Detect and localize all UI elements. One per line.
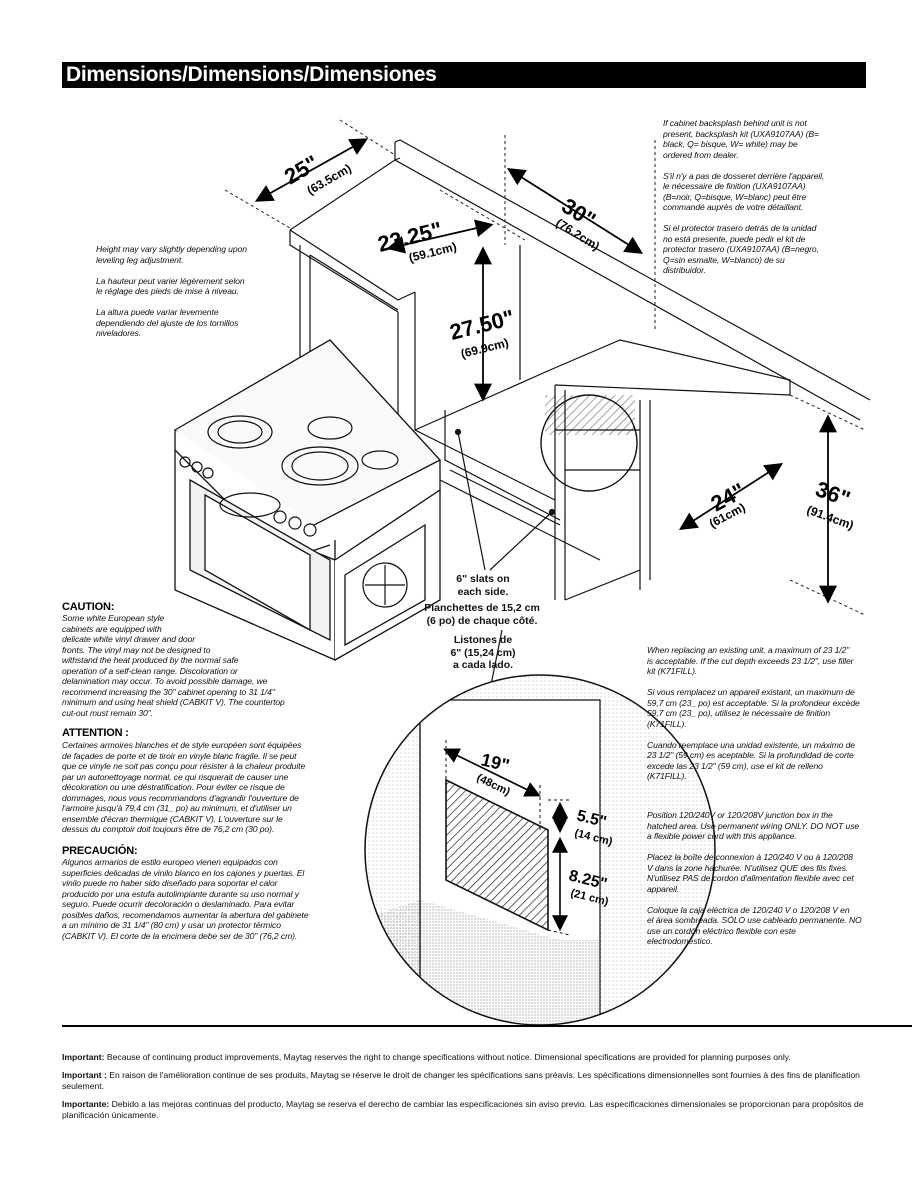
caution-text-fr: Certaines armoires blanches et de style … [62, 740, 306, 834]
caution-text-es: Algunos armarios de estilo europeo viene… [62, 857, 309, 941]
height-note: Height may vary slightly depending upon … [96, 244, 247, 338]
slats-label-es: Listones de 6" (15,24 cm) a cada lado. [450, 634, 516, 671]
cooktop-burners [179, 415, 399, 537]
replacing-note: When replacing an existing unit, a maxim… [647, 645, 860, 781]
footer-fr: Important : En raison de l'amélioration … [62, 1070, 898, 1091]
dim-counter-height-metric: (91.4cm) [805, 503, 856, 533]
range-appliance [173, 339, 442, 661]
backsplash-note: If cabinet backsplash behind unit is not… [663, 118, 825, 275]
footer-en: Important: Because of continuing product… [62, 1052, 898, 1063]
junction-box-detail: 19" (48cm) 5.5" (14 cm) 8.25" (21 cm) [364, 674, 716, 1026]
footer-text-en: Because of continuing product improvemen… [106, 1052, 791, 1062]
footer-es: Importante: Debido a las mejoras continu… [62, 1099, 898, 1120]
caution-heading-en: CAUTION: [62, 601, 115, 613]
dim-box-offset: 5.5" [575, 807, 608, 831]
footer-text-es: Debido a las mejoras continuas del produ… [62, 1099, 864, 1120]
footer-rule [62, 1025, 912, 1027]
footer-label-fr: Important : [62, 1070, 107, 1080]
caution-heading-es: PRECAUCIÓN: [62, 845, 138, 857]
slats-label-fr: Planchettes de 15,2 cm (6 po) de chaque … [424, 602, 540, 627]
slats-label-en: 6" slats on each side. [456, 573, 510, 598]
junction-note: Position 120/240V or 120/208V junction b… [647, 810, 862, 946]
page-title: Dimensions/Dimensions/Dimensiones [62, 62, 866, 88]
footer-text-fr: En raison de l'amélioration continue de … [62, 1070, 860, 1091]
footer-label-en: Important: [62, 1052, 105, 1062]
caution-heading-fr: ATTENTION : [62, 727, 129, 739]
footer-label-es: Importante: [62, 1099, 110, 1109]
caution-text-en: Some white European style cabinets are e… [62, 613, 285, 718]
